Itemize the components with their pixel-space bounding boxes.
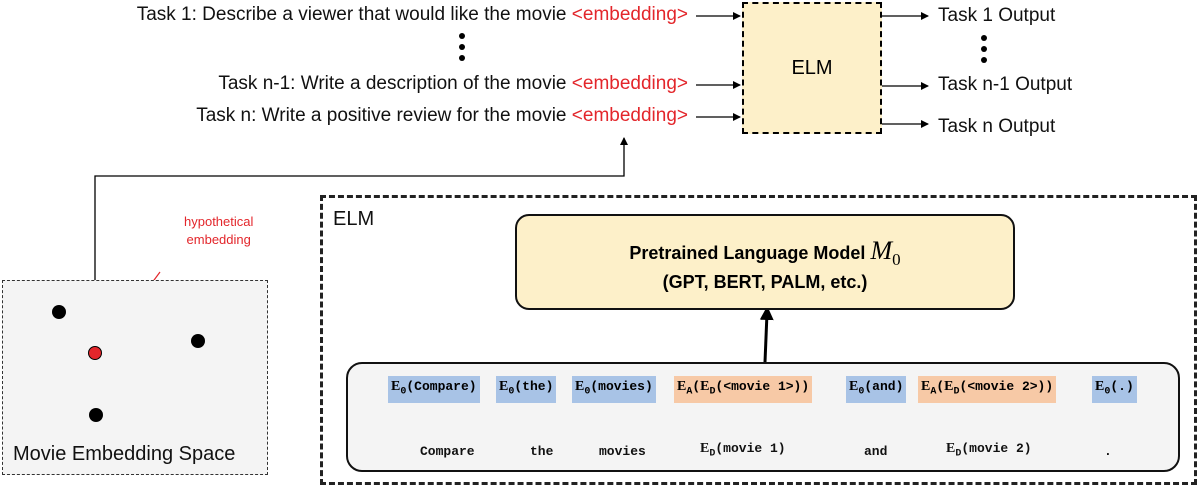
hypothetical-embedding-label: hypothetical embedding bbox=[184, 213, 253, 249]
model-symbol: M0 bbox=[870, 236, 900, 269]
hypothetical-label-line2: embedding bbox=[186, 232, 251, 247]
elm-detail-box bbox=[320, 195, 1197, 485]
elm-box: ELM bbox=[742, 2, 882, 134]
model-title-text: Pretrained Language Model bbox=[629, 243, 866, 263]
task-1-prompt: Task 1: Describe a viewer that would lik… bbox=[137, 4, 688, 26]
elm-detail-title: ELM bbox=[333, 208, 375, 230]
token-chip: EA(ED(<movie 1>)) bbox=[674, 376, 813, 403]
embedding-connector bbox=[94, 137, 628, 352]
model-title: Pretrained Language Model M0 bbox=[517, 236, 1013, 270]
task-n-text: Task n: Write a positive review for the … bbox=[196, 105, 567, 126]
input-word: . bbox=[1104, 444, 1112, 459]
movie-embedding-space bbox=[2, 280, 268, 475]
task-n-1-embedding-token: <embedding> bbox=[571, 73, 688, 94]
hypothetical-label-line1: hypothetical bbox=[184, 214, 254, 229]
output-ellipsis bbox=[981, 35, 987, 63]
input-word: ED(movie 2) bbox=[946, 441, 1032, 460]
task-1-text: Task 1: Describe a viewer that would lik… bbox=[136, 4, 567, 25]
token-chip: E0(and) bbox=[846, 376, 907, 403]
movie-point bbox=[89, 408, 103, 422]
model-symbol-subscript: 0 bbox=[892, 250, 901, 270]
output-n: Task n Output bbox=[938, 116, 1056, 137]
model-examples: (GPT, BERT, PALM, etc.) bbox=[662, 272, 868, 293]
movie-point bbox=[52, 305, 66, 319]
pretrained-language-model: Pretrained Language Model M0 (GPT, BERT,… bbox=[515, 214, 1015, 310]
task-n-1-prompt: Task n-1: Write a description of the mov… bbox=[218, 73, 688, 95]
token-chip: EA(ED(<movie 2>)) bbox=[918, 376, 1057, 403]
input-word: movies bbox=[599, 444, 646, 459]
input-word: and bbox=[864, 444, 888, 459]
input-word: Compare bbox=[420, 444, 475, 459]
token-chip: E0(.) bbox=[1092, 376, 1137, 403]
hypothetical-embedding-point bbox=[88, 346, 102, 360]
token-chip: E0(movies) bbox=[572, 376, 656, 403]
task-1-embedding-token: <embedding> bbox=[571, 4, 688, 25]
embedding-space-label: Movie Embedding Space bbox=[13, 443, 236, 465]
input-word: the bbox=[530, 444, 554, 459]
task-n-1-text: Task n-1: Write a description of the mov… bbox=[218, 73, 567, 94]
task-n-prompt: Task n: Write a positive review for the … bbox=[196, 105, 688, 127]
model-symbol-letter: M bbox=[870, 236, 893, 265]
task-n-embedding-token: <embedding> bbox=[571, 105, 688, 126]
task-ellipsis bbox=[459, 33, 465, 61]
elm-box-label: ELM bbox=[791, 56, 833, 79]
input-word: ED(movie 1) bbox=[700, 441, 786, 460]
movie-point bbox=[191, 334, 205, 348]
token-chip: E0(the) bbox=[496, 376, 557, 403]
token-chip: E0(Compare) bbox=[388, 376, 480, 403]
model-input-arrow bbox=[759, 306, 774, 363]
output-n-1: Task n-1 Output bbox=[938, 74, 1073, 95]
output-1: Task 1 Output bbox=[938, 5, 1056, 26]
